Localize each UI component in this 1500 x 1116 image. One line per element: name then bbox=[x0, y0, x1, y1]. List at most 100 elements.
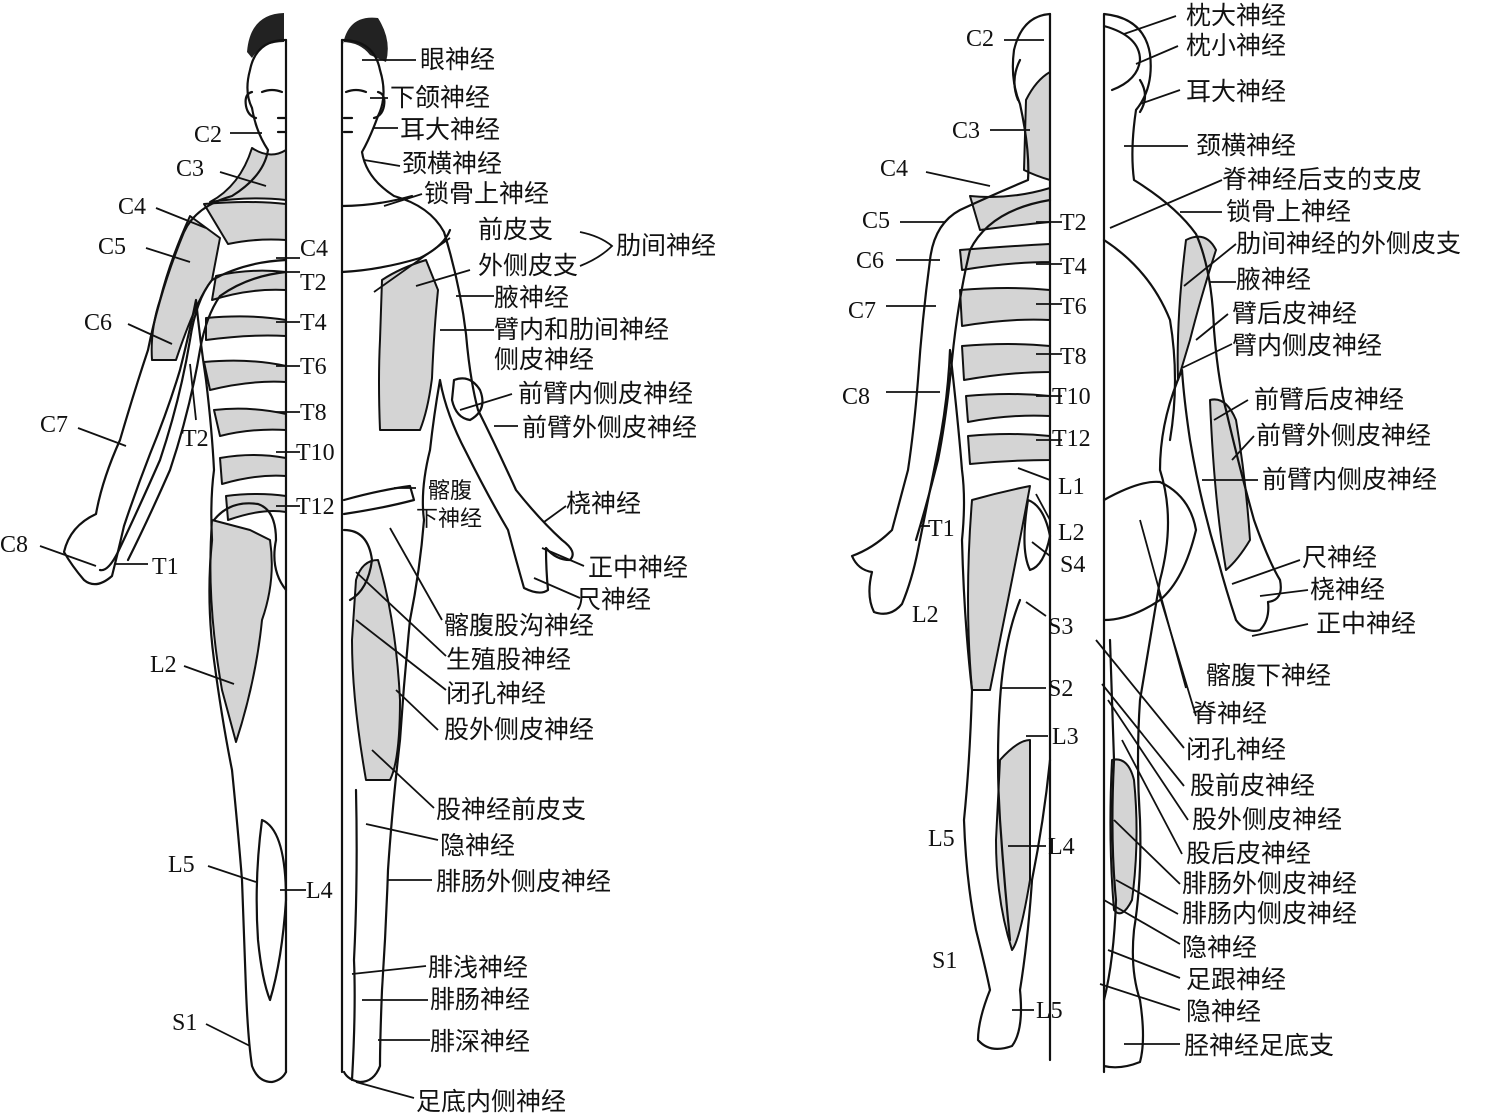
front-nerve-12: 前臂外侧皮神经 bbox=[522, 413, 697, 442]
front-nerve-15: 桡神经 bbox=[566, 489, 641, 518]
back-nerve-15: 正中神经 bbox=[1316, 609, 1416, 638]
back-right-forearm-shade bbox=[1209, 398, 1251, 571]
front-right-arm-band bbox=[378, 259, 439, 431]
front-nerve-1: 下颌神经 bbox=[390, 83, 490, 112]
front-seg-c7: C7 bbox=[40, 412, 68, 438]
back-nerve-13: 尺神经 bbox=[1302, 543, 1377, 572]
back-nerve-4: 脊神经后支的支皮 bbox=[1222, 165, 1422, 194]
front-seg-t4: T4 bbox=[300, 310, 327, 336]
back-seg-s2: S2 bbox=[1048, 676, 1073, 702]
back-seg-l4: L4 bbox=[1048, 834, 1075, 860]
front-nerve-2: 耳大神经 bbox=[400, 115, 500, 144]
back-seg-l5b: L5 bbox=[928, 826, 955, 852]
front-t10-band bbox=[219, 454, 287, 485]
back-nerve-5: 锁骨上神经 bbox=[1226, 197, 1351, 226]
back-t-region-1 bbox=[959, 243, 1051, 271]
front-seg-c4b: C4 bbox=[300, 236, 328, 262]
back-seg-s1: S1 bbox=[932, 948, 957, 974]
front-face-right-ear bbox=[372, 90, 386, 120]
back-seg-c4: C4 bbox=[880, 156, 908, 182]
front-neck bbox=[340, 194, 414, 208]
back-c4-region bbox=[969, 187, 1051, 231]
front-eye-right bbox=[344, 88, 368, 94]
front-t6-band bbox=[203, 359, 287, 391]
back-seg-c6: C6 bbox=[856, 248, 884, 274]
front-nerve-3: 颈横神经 bbox=[402, 149, 502, 178]
back-ear bbox=[1102, 24, 1142, 92]
front-labels: C2 C3 C4 C5 C6 C7 C8 C4 T2 T4 T6 T8 T10 … bbox=[0, 45, 716, 1116]
front-nerve-8: 腋神经 bbox=[494, 283, 569, 312]
front-seg-l4: L4 bbox=[306, 878, 333, 904]
back-seg-c3: C3 bbox=[952, 118, 980, 144]
front-nerve-26: 腓肠神经 bbox=[430, 985, 530, 1014]
back-scapula bbox=[1102, 238, 1177, 442]
intercostal-bracket bbox=[579, 231, 614, 267]
front-nerve-19: 生殖股神经 bbox=[446, 645, 571, 674]
back-labels: C2 C3 C4 C5 C6 C7 C8 T2 T4 T6 T8 T10 T12… bbox=[842, 1, 1461, 1060]
front-arm-strip bbox=[98, 258, 288, 572]
back-seg-l3: L3 bbox=[1052, 724, 1079, 750]
back-seg-s3: S3 bbox=[1048, 614, 1073, 640]
front-nerve-17: 尺神经 bbox=[576, 585, 651, 614]
front-nerve-18: 髂腹股沟神经 bbox=[444, 611, 594, 640]
back-nerve-2: 耳大神经 bbox=[1186, 77, 1286, 106]
back-body-left-outline bbox=[850, 12, 1052, 1051]
front-seg-l5: L5 bbox=[168, 852, 195, 878]
back-t-region-5 bbox=[967, 433, 1051, 465]
back-right-calf-shade bbox=[1109, 758, 1138, 915]
back-nerve-22: 腓肠外侧皮神经 bbox=[1182, 869, 1357, 898]
front-nerve-24: 腓肠外侧皮神经 bbox=[436, 867, 611, 896]
front-seg-t2: T2 bbox=[300, 270, 327, 296]
front-hair-right bbox=[247, 13, 284, 58]
front-nose-mouth bbox=[276, 116, 354, 134]
back-t-region-2 bbox=[959, 287, 1051, 327]
back-seg-s4: S4 bbox=[1060, 552, 1085, 578]
front-body-right-outline bbox=[340, 38, 574, 1084]
back-right-arm-shade bbox=[1176, 235, 1217, 381]
back-seg-c5: C5 bbox=[862, 208, 890, 234]
front-seg-c6: C6 bbox=[84, 310, 112, 336]
back-nerve-11: 前臂外侧皮神经 bbox=[1256, 421, 1431, 450]
front-nerve-14: 下神经 bbox=[416, 507, 482, 532]
back-seg-t6: T6 bbox=[1060, 294, 1087, 320]
front-nerve-4: 锁骨上神经 bbox=[424, 179, 549, 208]
back-nerve-19: 股前皮神经 bbox=[1190, 771, 1315, 800]
back-figure bbox=[850, 12, 1282, 1074]
back-nerve-0: 枕大神经 bbox=[1186, 1, 1286, 30]
back-t-region-4 bbox=[965, 393, 1051, 423]
front-seg-c3: C3 bbox=[176, 156, 204, 182]
back-t-region-3 bbox=[961, 343, 1051, 381]
back-nerve-23: 腓肠内侧皮神经 bbox=[1182, 899, 1357, 928]
front-nerve-0: 眼神经 bbox=[420, 45, 495, 74]
back-ear-2 bbox=[1138, 78, 1147, 114]
front-seg-t10: T10 bbox=[296, 440, 335, 466]
back-body-right-outline bbox=[1102, 12, 1282, 1074]
back-seg-t4: T4 bbox=[1060, 254, 1087, 280]
back-nerve-1: 枕小神经 bbox=[1186, 31, 1286, 60]
front-nerve-27: 腓深神经 bbox=[430, 1027, 530, 1056]
front-seg-c5: C5 bbox=[98, 234, 126, 260]
front-left-knee bbox=[255, 818, 288, 1002]
front-nerve-10: 侧皮神经 bbox=[494, 345, 594, 374]
back-nerve-18: 闭孔神经 bbox=[1186, 735, 1286, 764]
front-nerve-6: 外侧皮支 bbox=[478, 251, 578, 280]
front-pelvis bbox=[212, 502, 288, 592]
back-nerve-6: 肋间神经的外侧皮支 bbox=[1236, 229, 1461, 258]
front-arm-strip-2 bbox=[126, 270, 288, 562]
back-nerve-9: 臂内侧皮神经 bbox=[1232, 331, 1382, 360]
back-nerve-21: 股后皮神经 bbox=[1186, 839, 1311, 868]
back-nerve-7: 腋神经 bbox=[1236, 265, 1311, 294]
back-buttock bbox=[1102, 480, 1198, 622]
back-left-ear bbox=[1013, 58, 1022, 102]
front-t8-band bbox=[213, 407, 287, 437]
front-nerve-7: 肋间神经 bbox=[616, 231, 716, 260]
front-figure bbox=[62, 13, 574, 1084]
front-t4-band bbox=[205, 315, 287, 341]
front-seg-c2: C2 bbox=[194, 122, 222, 148]
front-t12-band bbox=[225, 493, 287, 521]
front-leader-lines bbox=[39, 59, 585, 1099]
back-nerve-25: 足跟神经 bbox=[1186, 965, 1286, 994]
front-eye-left bbox=[260, 88, 284, 94]
front-right-shin bbox=[350, 788, 358, 1082]
